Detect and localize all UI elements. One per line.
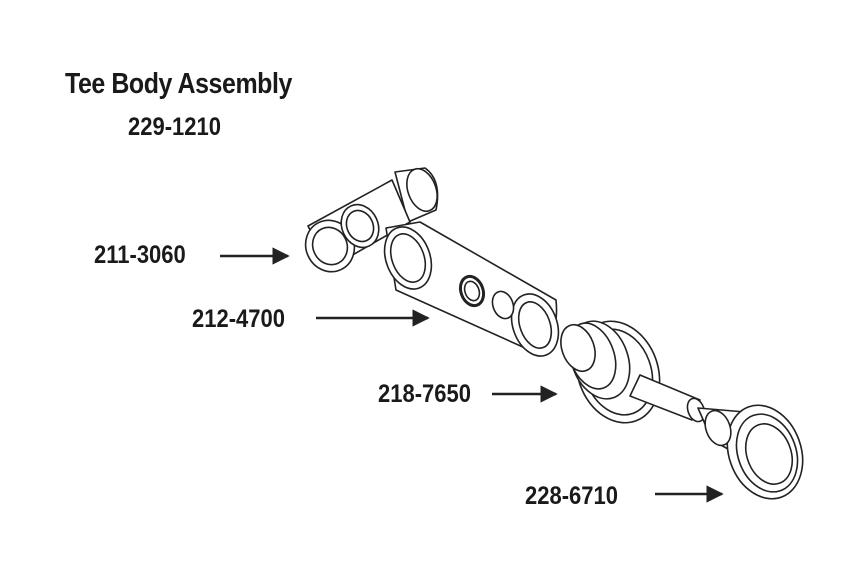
body-tube-part — [383, 221, 560, 357]
diagram-title: Tee Body Assembly — [65, 68, 292, 100]
callout-label-nozzle: 228-6710 — [525, 482, 618, 510]
callout-label-tee-fitting: 211-3060 — [94, 241, 186, 269]
assembly-part-number: 229-1210 — [128, 113, 221, 141]
nozzle-part — [629, 374, 804, 500]
seal-ring-part — [560, 320, 661, 424]
callout-label-seal-ring: 218-7650 — [378, 380, 471, 408]
tee-fitting-part — [304, 167, 439, 273]
leader-arrows — [220, 247, 724, 503]
callout-label-body-tube: 212-4700 — [192, 305, 285, 333]
